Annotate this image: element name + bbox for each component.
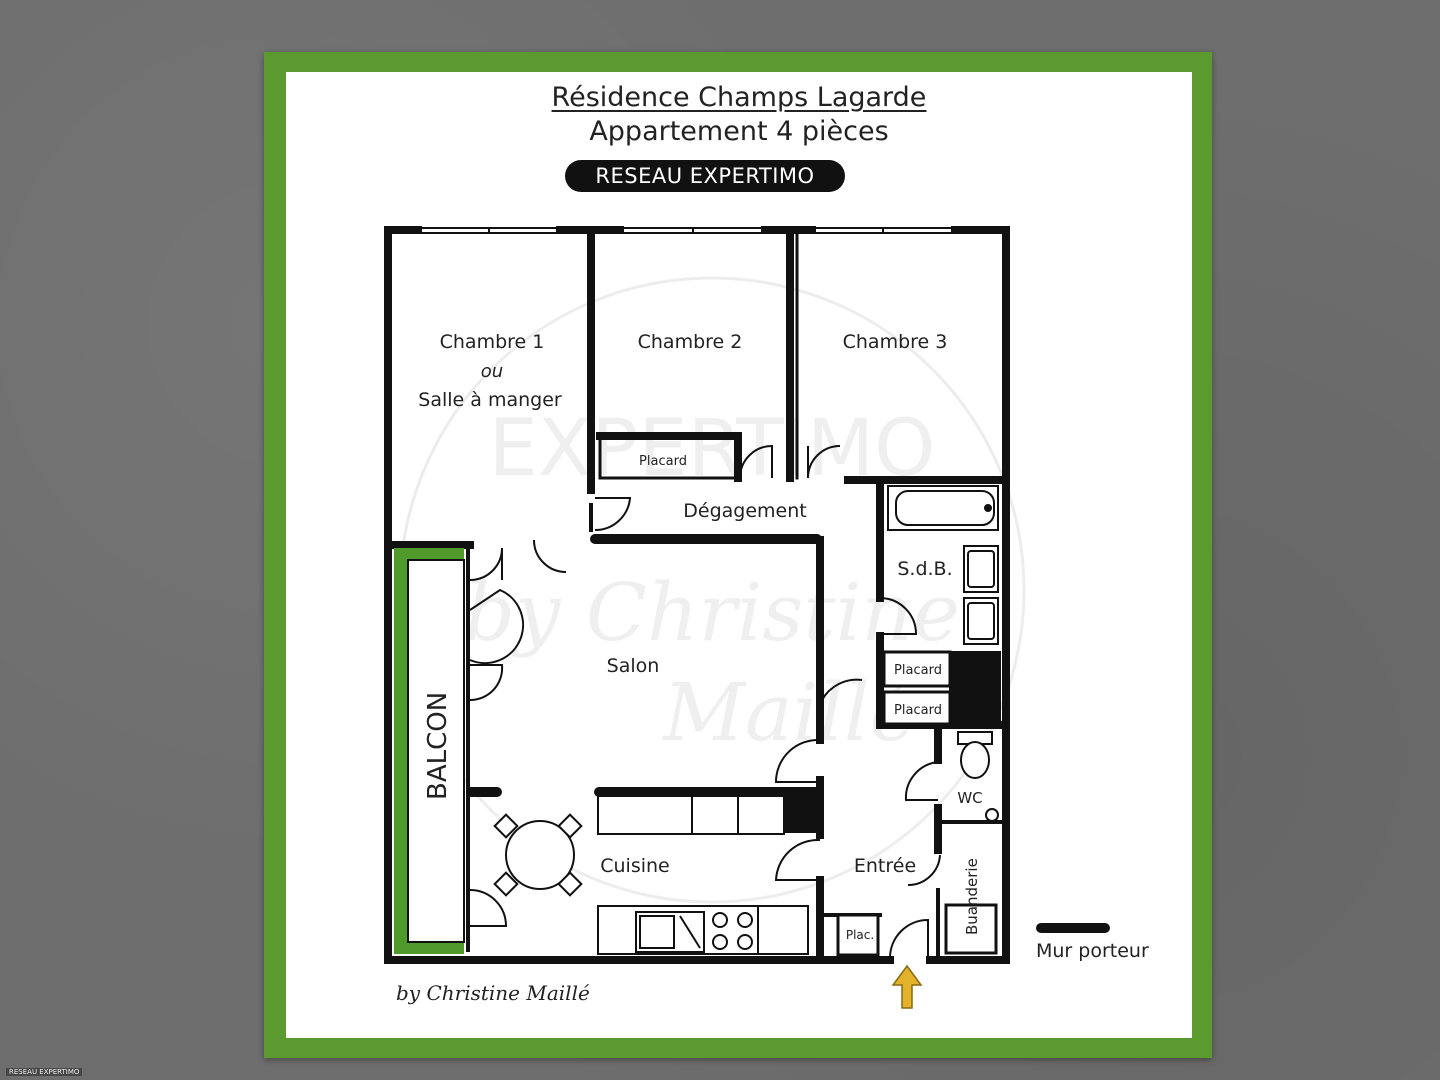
watermark-middle: by Christine	[464, 566, 960, 659]
room-entree: Entrée	[854, 855, 916, 877]
room-plac: Plac.	[846, 928, 874, 942]
room-chambre1-line3: Salle à manger	[418, 389, 562, 411]
windows	[418, 227, 955, 234]
door-swings	[469, 444, 941, 959]
kitchen-fixtures	[597, 795, 809, 955]
room-salon: Salon	[607, 655, 660, 677]
plan-title: Résidence Champs Lagarde	[551, 82, 927, 113]
watermark-bottom: Maillé	[661, 666, 917, 759]
balcony: BALCON	[394, 548, 465, 954]
room-placard-1: Placard	[894, 663, 942, 678]
room-buanderie: Buanderie	[963, 858, 981, 935]
closets	[836, 650, 998, 957]
room-sdb: S.d.B.	[897, 558, 952, 580]
legend-label: Mur porteur	[1036, 940, 1149, 962]
room-placard-top: Placard	[639, 454, 687, 469]
wc-fixture	[957, 731, 999, 822]
room-chambre3: Chambre 3	[843, 331, 948, 353]
legend-swatch	[1036, 923, 1110, 933]
bathroom-fixtures	[887, 485, 1001, 725]
room-wc: WC	[957, 789, 982, 807]
plan-subtitle: Appartement 4 pièces	[589, 116, 889, 147]
entrance-arrow-icon	[891, 964, 923, 1009]
room-chambre1-line2: ou	[481, 361, 503, 382]
signature: by Christine Maillé	[396, 981, 590, 1005]
load-bearing-walls	[466, 534, 823, 833]
room-chambre2: Chambre 2	[638, 331, 743, 353]
legend: Mur porteur	[1036, 923, 1149, 962]
room-degagement: Dégagement	[683, 500, 806, 522]
dining-table	[493, 813, 583, 897]
room-placard-2: Placard	[894, 703, 942, 718]
room-cuisine: Cuisine	[600, 855, 670, 877]
corner-tag: RESEAU EXPERTIMO	[6, 1068, 83, 1076]
balcony-label: BALCON	[423, 692, 453, 800]
agency-badge: RESEAU EXPERTIMO	[565, 160, 845, 192]
room-labels: Chambre 1 ou Salle à manger Chambre 2 Ch…	[418, 331, 982, 942]
room-chambre1-line1: Chambre 1	[440, 331, 545, 353]
